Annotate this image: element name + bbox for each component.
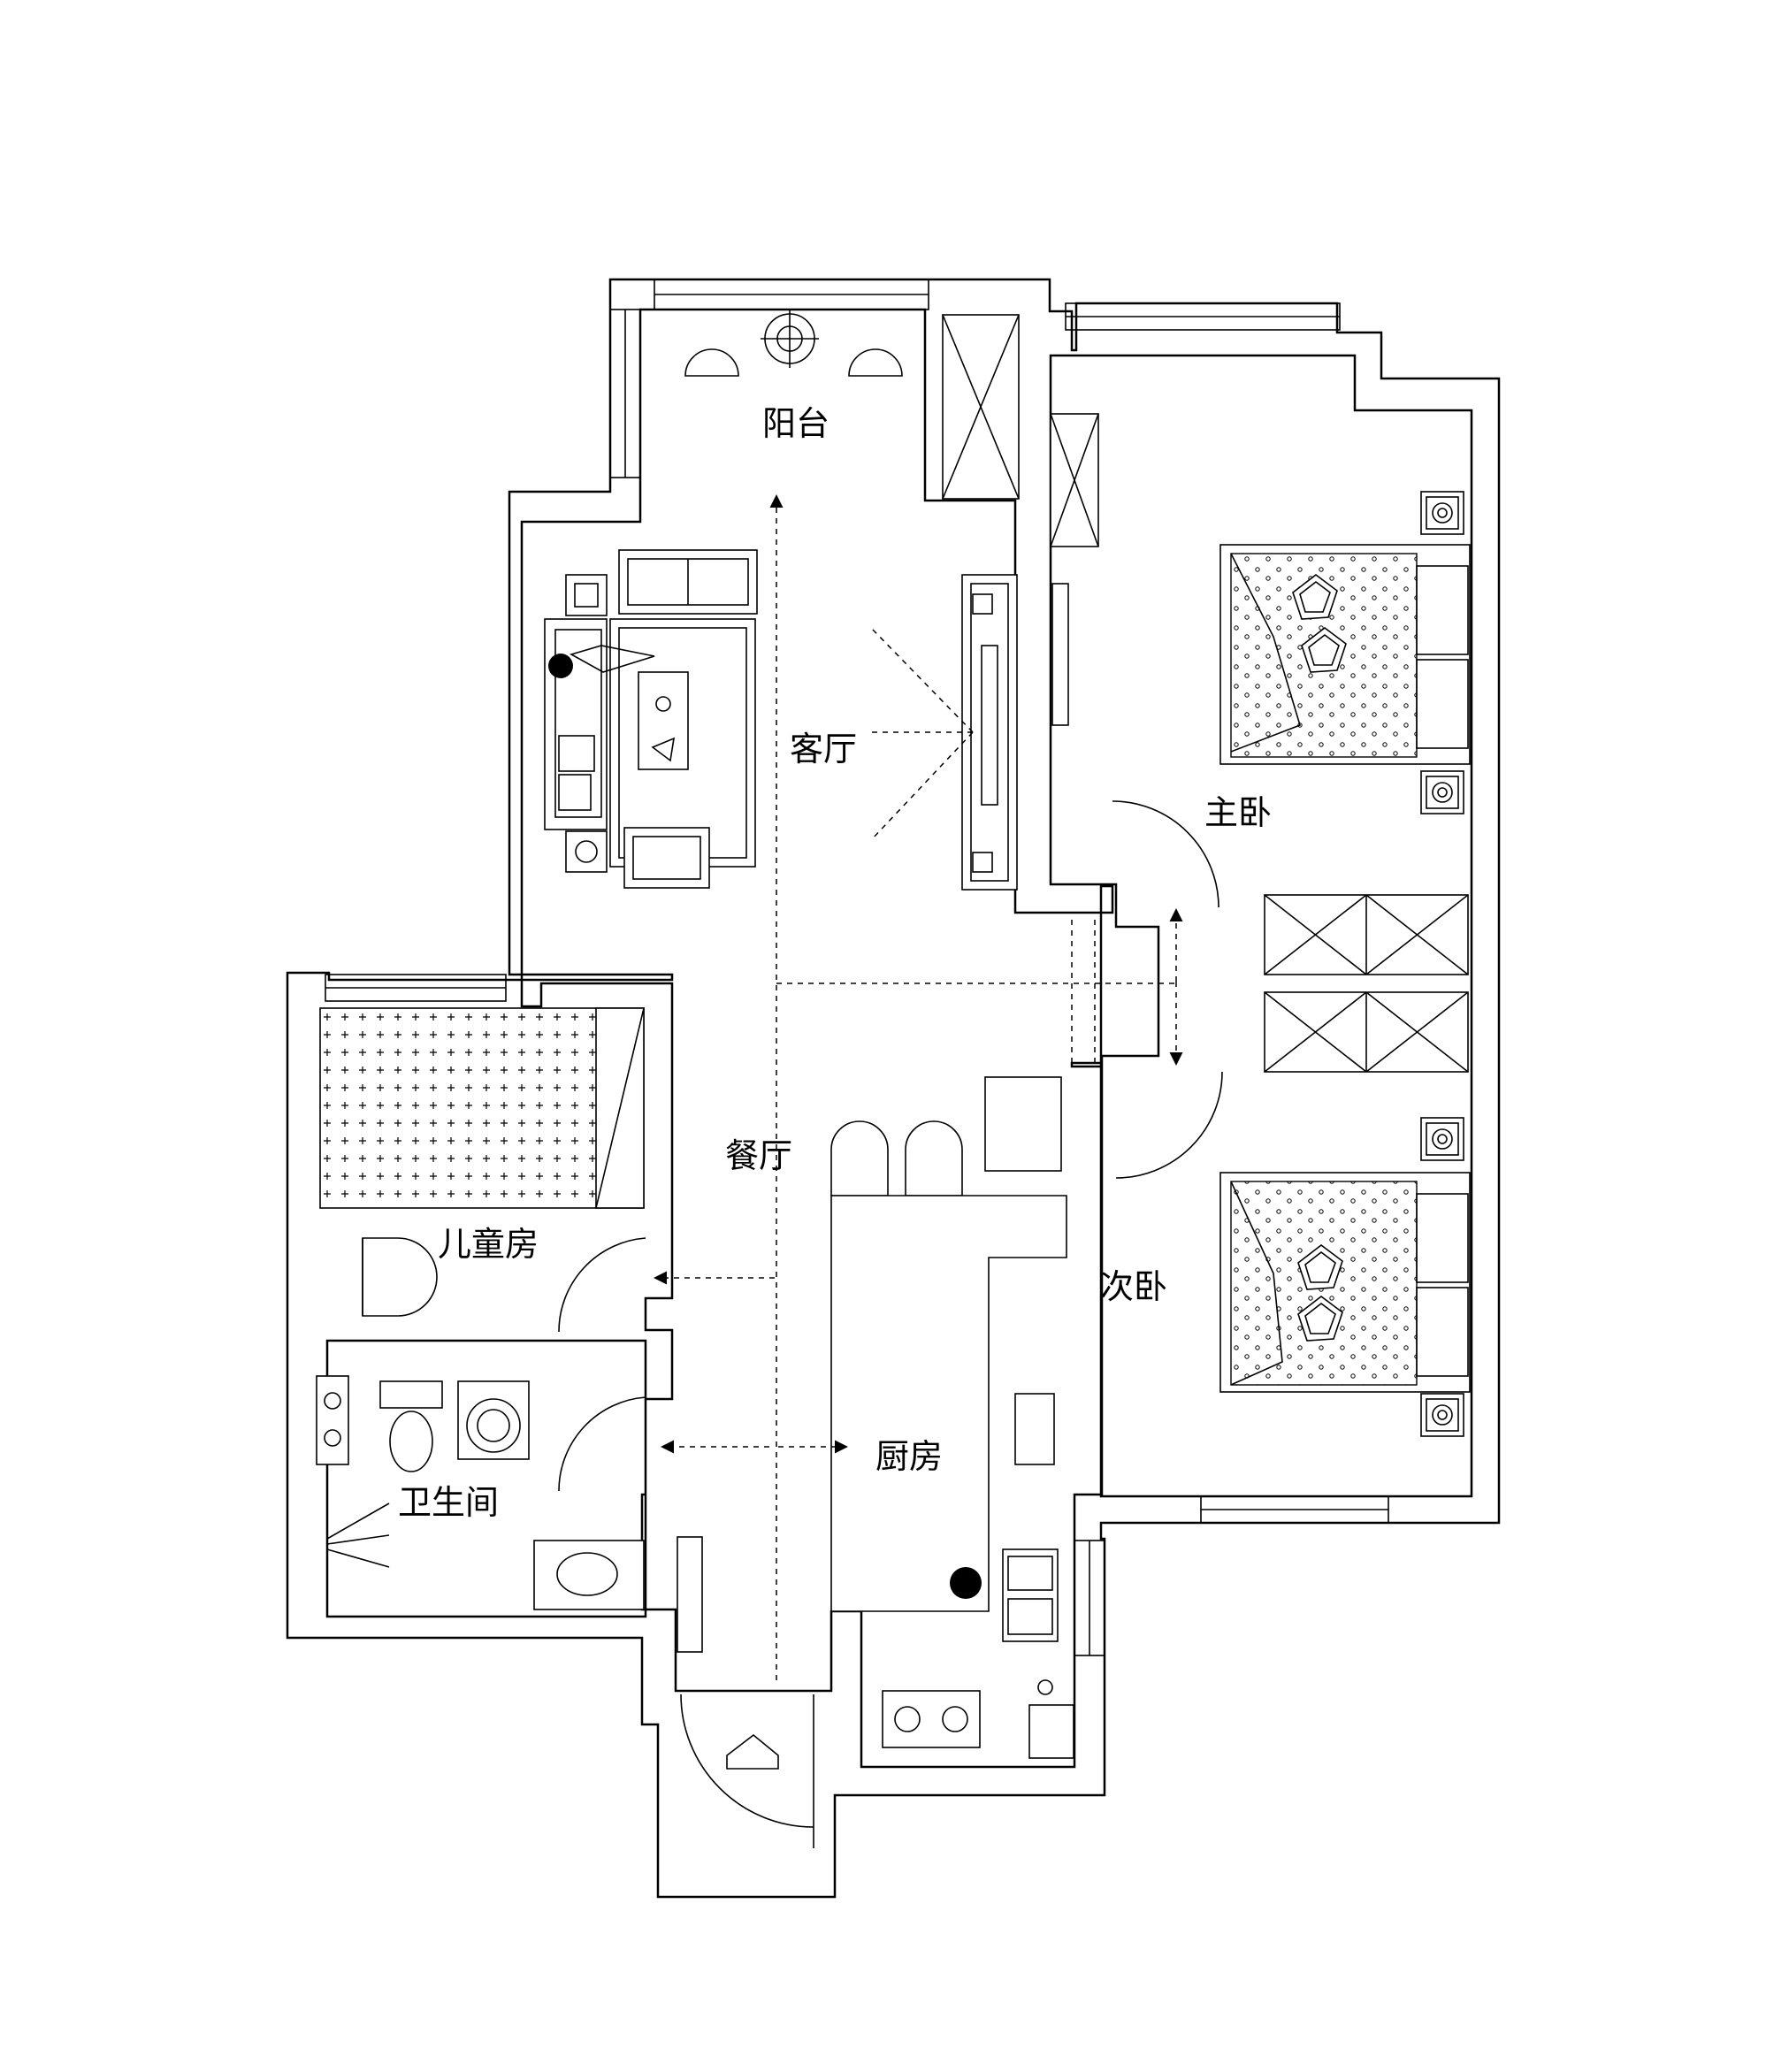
doors bbox=[558, 800, 1223, 1848]
outer-walls bbox=[286, 278, 1501, 1899]
kids-room-furniture bbox=[319, 1007, 645, 1317]
bathroom-fixtures bbox=[316, 1375, 645, 1610]
room-labels: 阳台 客厅 主卧 餐厅 儿童房 次卧 厨房 卫生间 bbox=[398, 404, 1272, 1522]
label-second-bedroom: 次卧 bbox=[1100, 1267, 1167, 1306]
balcony-furniture bbox=[684, 310, 1020, 500]
windows bbox=[325, 279, 1389, 1656]
label-master-bedroom: 主卧 bbox=[1204, 793, 1272, 832]
living-room-furniture bbox=[544, 413, 1099, 891]
master-bedroom-furniture bbox=[1219, 491, 1471, 1073]
label-bathroom: 卫生间 bbox=[398, 1483, 499, 1522]
label-kitchen: 厨房 bbox=[875, 1437, 943, 1476]
kitchen-furniture bbox=[677, 1076, 1074, 1759]
second-bedroom-furniture bbox=[1219, 1117, 1471, 1437]
circulation-arrows bbox=[654, 494, 1183, 1680]
label-living-room: 客厅 bbox=[790, 730, 857, 768]
label-kids-room: 儿童房 bbox=[438, 1225, 539, 1264]
label-balcony: 阳台 bbox=[762, 404, 830, 443]
label-dining-room: 餐厅 bbox=[725, 1136, 792, 1175]
